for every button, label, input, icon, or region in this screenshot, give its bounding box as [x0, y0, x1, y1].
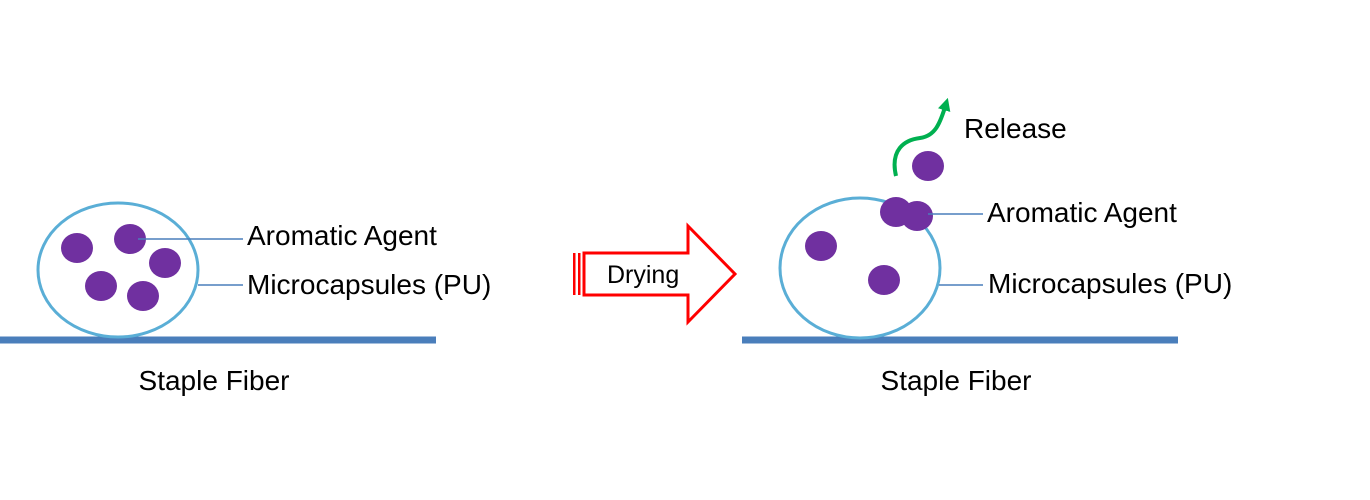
aromatic-agent-particle — [61, 233, 93, 263]
aromatic-agent-particle — [85, 271, 117, 301]
aromatic-agent-particle — [901, 201, 933, 231]
left-panel: Aromatic Agent Microcapsules (PU) Staple… — [0, 201, 491, 396]
drying-arrow-shape — [582, 222, 738, 326]
released-aromatic-particle — [912, 151, 944, 181]
aromatic-agent-particle — [127, 281, 159, 311]
release-arrow — [892, 97, 951, 177]
drying-arrow-tail-bar — [578, 253, 581, 295]
aromatic-agent-label-left: Aromatic Agent — [247, 220, 437, 251]
drying-arrow: Drying — [573, 222, 738, 326]
drying-arrow-tail-bar — [573, 253, 576, 295]
microcapsule-right — [778, 196, 942, 340]
microcapsule-label-left: Microcapsules (PU) — [247, 269, 491, 300]
release-label: Release — [964, 113, 1067, 144]
aromatic-agent-particle — [114, 224, 146, 254]
right-panel: Release Aromatic Agent Microcapsules (PU… — [742, 97, 1232, 396]
staple-fiber-label-right: Staple Fiber — [881, 365, 1032, 396]
aromatic-agent-particle — [805, 231, 837, 261]
aromatic-agent-label-right: Aromatic Agent — [987, 197, 1177, 228]
drying-label: Drying — [607, 261, 679, 289]
staple-fiber-label-left: Staple Fiber — [139, 365, 290, 396]
aromatic-agent-particle — [149, 248, 181, 278]
aromatic-agent-particle — [868, 265, 900, 295]
microcapsule-left — [36, 201, 200, 339]
microcapsule-label-right: Microcapsules (PU) — [988, 268, 1232, 299]
